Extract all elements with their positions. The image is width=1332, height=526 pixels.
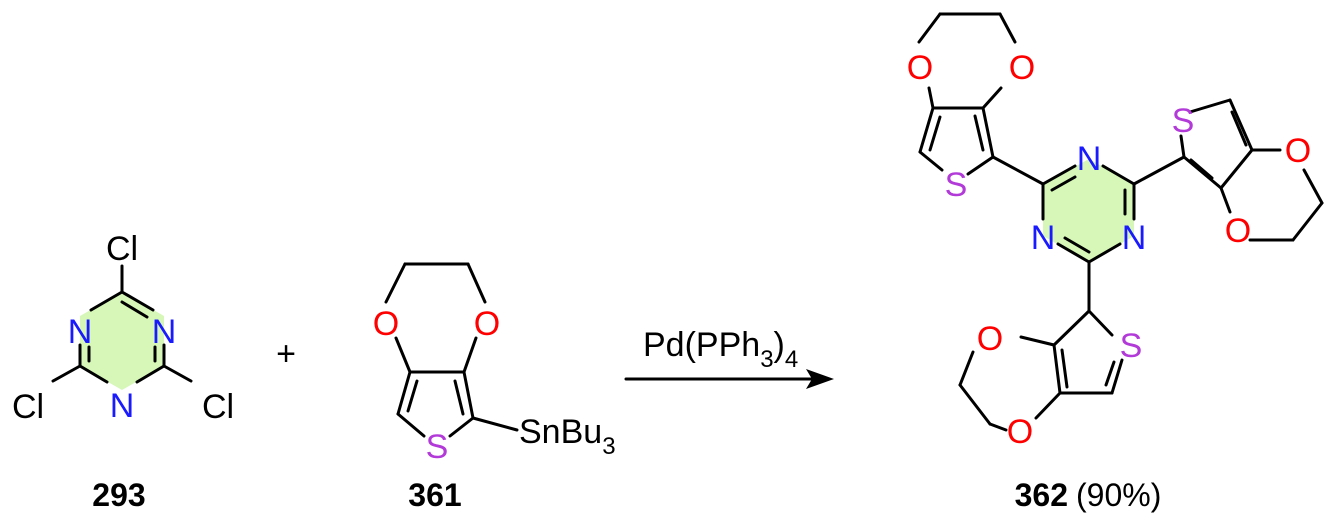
- atom-o: O: [1009, 49, 1035, 87]
- atom-o: O: [907, 49, 933, 87]
- atom-o: O: [373, 305, 399, 343]
- atom-n: N: [110, 387, 135, 425]
- atom-cl: Cl: [202, 388, 234, 426]
- atom-cl: Cl: [12, 388, 44, 426]
- atom-o: O: [1225, 212, 1251, 250]
- compound-label-293: 293: [92, 477, 145, 513]
- atom-o: O: [977, 320, 1003, 358]
- atom-s: S: [1172, 102, 1195, 140]
- reaction-arrow-head: [806, 369, 834, 389]
- substituent-snbu3: SnBu3: [519, 413, 616, 460]
- catalyst-label: Pd(PPh3)4: [643, 326, 798, 373]
- substituent-main: SnBu: [519, 413, 602, 451]
- catalyst-suffix: ): [774, 326, 785, 364]
- compound-label-361: 361: [408, 477, 461, 513]
- atom-s: S: [945, 166, 968, 204]
- atom-s: S: [426, 428, 449, 466]
- triazine-highlight: [80, 292, 164, 390]
- compound-id-362: 362: [1015, 477, 1068, 513]
- yield-label: (90%): [1076, 477, 1161, 513]
- atom-n: N: [1122, 219, 1147, 257]
- compound-label-362: 362(90%): [1015, 477, 1162, 513]
- compound-293-structure: N N N Cl Cl Cl: [12, 230, 234, 426]
- atom-cl: Cl: [106, 230, 138, 268]
- atom-s: S: [1120, 327, 1143, 365]
- atom-o: O: [474, 305, 500, 343]
- atom-n: N: [1077, 140, 1102, 178]
- atom-o: O: [1285, 132, 1311, 170]
- catalyst-subscript: 3: [760, 346, 773, 373]
- atom-n: N: [68, 313, 93, 351]
- compound-362-structure: N N N S O O S O: [907, 12, 1324, 451]
- substituent-subscript: 3: [602, 433, 615, 460]
- compound-361-structure: O O S SnBu3: [373, 262, 616, 466]
- plus-sign: +: [276, 335, 296, 373]
- catalyst-prefix: Pd(PPh: [643, 326, 760, 364]
- atom-n: N: [1031, 219, 1056, 257]
- atom-o: O: [1007, 413, 1033, 451]
- triazine-highlight: [1043, 159, 1134, 262]
- atom-n: N: [152, 313, 177, 351]
- catalyst-subscript-2: 4: [785, 346, 798, 373]
